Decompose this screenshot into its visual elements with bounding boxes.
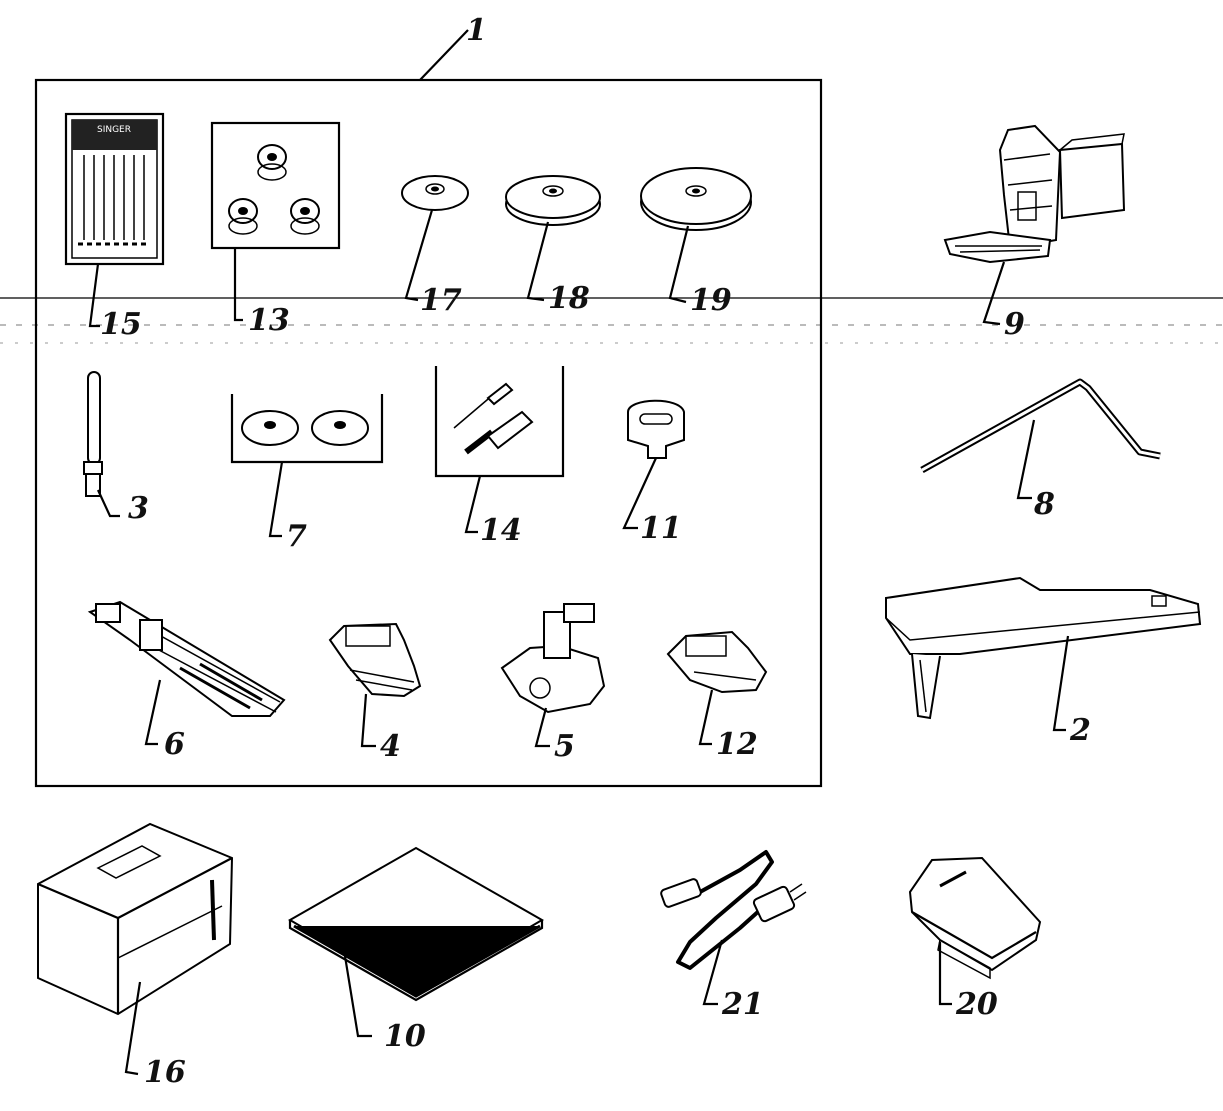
- spool-cap-medium-icon: [505, 175, 601, 226]
- extension-table-icon: [885, 576, 1202, 720]
- dust-cover-icon: [37, 822, 234, 1016]
- leader-5: [534, 707, 550, 748]
- spool-cap-small-icon: [401, 175, 469, 211]
- screwdriver-icon: [464, 410, 534, 455]
- callout-4: 4: [380, 729, 401, 764]
- instruction-book-icon: [288, 846, 544, 1002]
- presser-foot-icon: [666, 630, 768, 694]
- callout-20: 20: [955, 987, 998, 1022]
- leader-11: [622, 457, 658, 530]
- leader-17: [404, 209, 434, 302]
- spool-cap-pair-box: [230, 394, 384, 464]
- callout-18: 18: [548, 281, 590, 316]
- callout-9: 9: [1004, 307, 1025, 342]
- callout-6: 6: [164, 727, 185, 762]
- key-tool-icon: [627, 399, 685, 459]
- needle-pack-brand: SINGER: [97, 125, 131, 135]
- spool-pin-icon: [83, 371, 103, 497]
- leader-1: [419, 29, 469, 81]
- leader-7: [268, 461, 284, 538]
- seam-guide-icon: [920, 378, 1161, 474]
- callout-1: 1: [466, 13, 487, 48]
- bobbin-icon: [290, 198, 320, 235]
- screwdriver-icon: [453, 382, 514, 429]
- leader-10: [342, 949, 372, 1038]
- leader-15: [88, 263, 100, 328]
- spool-cap-icon: [241, 410, 299, 446]
- leader-16: [124, 981, 142, 1076]
- leader-13: [233, 248, 243, 322]
- callout-11: 11: [640, 511, 682, 546]
- bobbin-icon: [257, 144, 287, 181]
- bobbin-icon: [228, 198, 258, 235]
- needle-pack-icon: SINGER: [64, 112, 165, 266]
- leader-21: [702, 939, 724, 1006]
- screwdriver-box: [434, 366, 565, 478]
- bobbin-box: [210, 121, 341, 250]
- callout-2: 2: [1069, 713, 1091, 748]
- callout-14: 14: [480, 513, 522, 548]
- callout-12: 12: [716, 727, 758, 762]
- leader-2: [1052, 635, 1070, 732]
- presser-foot-icon: [500, 603, 606, 714]
- callout-10: 10: [384, 1019, 426, 1054]
- leader-8: [1016, 419, 1036, 500]
- walking-foot-icon: [943, 124, 1126, 264]
- leader-12: [698, 689, 714, 746]
- callout-21: 21: [721, 987, 764, 1022]
- callout-7: 7: [286, 519, 307, 554]
- leader-14: [464, 475, 482, 534]
- leader-3: [97, 489, 120, 518]
- power-cord-icon: [660, 850, 807, 970]
- callout-13: 13: [248, 303, 290, 338]
- callout-3: 3: [128, 491, 149, 526]
- leader-9: [982, 261, 1006, 326]
- leader-19: [668, 225, 690, 304]
- callout-5: 5: [554, 729, 575, 764]
- foot-controller-icon: [908, 856, 1042, 980]
- accessory-kit-box: [34, 78, 823, 788]
- callout-16: 16: [144, 1055, 186, 1090]
- callout-17: 17: [420, 283, 462, 318]
- leader-20: [938, 942, 952, 1006]
- callout-19: 19: [690, 283, 732, 318]
- leader-6: [144, 679, 162, 746]
- spool-cap-icon: [311, 410, 369, 446]
- leader-4: [360, 693, 376, 748]
- presser-foot-icon: [328, 622, 422, 698]
- leader-18: [526, 221, 550, 302]
- buttonhole-foot-icon: [87, 600, 286, 717]
- callout-8: 8: [1033, 487, 1055, 522]
- spool-cap-large-icon: [640, 167, 752, 231]
- callout-15: 15: [100, 307, 142, 342]
